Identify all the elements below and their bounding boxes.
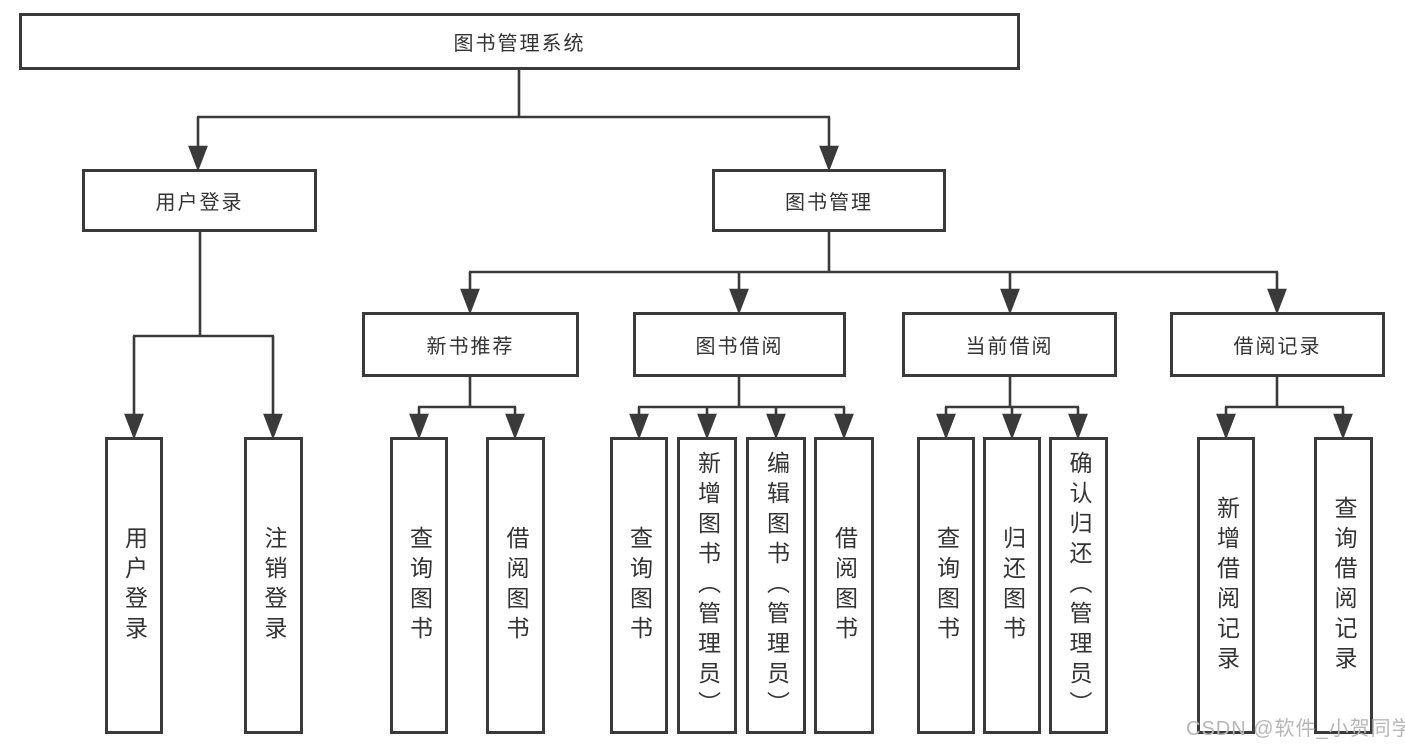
node-new-book-recommend: 新书推荐 [362,312,579,377]
leaf-user-login: 用户登录 [105,437,163,734]
node-root: 图书管理系统 [19,13,1020,70]
leaf-borrow-add-book-admin: 新增图书（管理员） [677,437,737,734]
leaf-current-query-book: 查询图书 [917,437,975,734]
leaf-current-query-book-label: 查询图书 [933,525,960,646]
leaf-recommend-borrow-book-label: 借阅图书 [503,525,529,646]
node-user-login-branch: 用户登录 [82,169,317,232]
node-user-login-branch-label: 用户登录 [155,192,244,214]
leaf-current-confirm-return-admin: 确认归还（管理员） [1049,437,1108,734]
leaf-current-confirm-return-admin-label: 确认归还（管理员） [1066,450,1092,721]
node-borrow-records: 借阅记录 [1170,312,1385,377]
leaf-borrow-query-book: 查询图书 [610,437,668,734]
leaf-borrow-borrow-book: 借阅图书 [814,437,874,734]
leaf-borrow-add-book-admin-label: 新增图书（管理员） [694,450,721,721]
leaf-borrow-edit-book-admin: 编辑图书（管理员） [746,437,806,734]
node-book-borrow-label: 图书借阅 [695,336,784,358]
leaf-current-return-book: 归还图书 [983,437,1041,734]
node-new-book-recommend-label: 新书推荐 [426,336,515,358]
node-borrow-records-label: 借阅记录 [1233,336,1322,358]
leaf-records-add-record-label: 新增借阅记录 [1213,495,1240,676]
leaf-borrow-borrow-book-label: 借阅图书 [831,525,858,646]
leaf-records-add-record: 新增借阅记录 [1197,437,1255,734]
node-book-management-branch-label: 图书管理 [785,192,873,214]
leaf-recommend-query-book-label: 查询图书 [406,525,433,646]
leaf-recommend-borrow-book: 借阅图书 [486,437,545,734]
leaf-records-query-record: 查询借阅记录 [1314,437,1373,734]
csdn-watermark: CSDN @软件_小贺同学 [1186,718,1405,740]
node-book-management-branch: 图书管理 [712,169,946,232]
node-book-borrow: 图书借阅 [633,312,846,377]
leaf-user-login-label: 用户登录 [121,525,148,646]
leaf-borrow-edit-book-admin-label: 编辑图书（管理员） [763,450,790,721]
leaf-logout: 注销登录 [244,437,303,734]
leaf-borrow-query-book-label: 查询图书 [626,525,653,646]
leaf-recommend-query-book: 查询图书 [390,437,448,734]
node-current-borrow: 当前借阅 [902,312,1117,377]
node-root-label: 图书管理系统 [453,33,586,55]
leaf-logout-label: 注销登录 [261,525,287,646]
node-current-borrow-label: 当前借阅 [965,336,1054,358]
leaf-records-query-record-label: 查询借阅记录 [1331,495,1357,676]
leaf-current-return-book-label: 归还图书 [999,525,1026,646]
